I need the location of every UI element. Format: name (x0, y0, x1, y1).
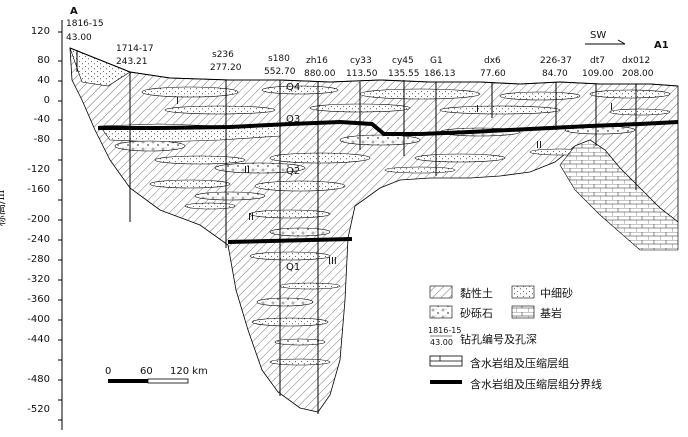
borehole-depth: 186.13 (424, 69, 456, 79)
borehole-id: cy45 (392, 56, 414, 66)
strata-label-q3: Q3 (286, 114, 301, 125)
gravel-lenses (114, 125, 636, 346)
y-tick-label: -400 (27, 314, 50, 325)
borehole-lines (76, 50, 637, 414)
bedrock-right (559, 139, 679, 251)
legend-label-clay: 黏性土 (460, 287, 493, 300)
aquifer-label-1: I (610, 102, 613, 113)
y-tick-label: -40 (33, 114, 50, 125)
borehole-depth: 880.00 (304, 69, 336, 79)
borehole-depth: 208.00 (622, 69, 654, 79)
legend-borehole-depth: 43.00 (430, 338, 453, 347)
legend-label-borehole: 钻孔编号及孔深 (460, 333, 537, 346)
y-axis-title: 标高/m (0, 189, 8, 227)
borehole-depth: 43.00 (66, 33, 92, 43)
y-tick-label: -280 (27, 254, 50, 265)
borehole-depth: 113.50 (346, 69, 378, 79)
borehole-id: dt7 (590, 56, 605, 66)
aquifer-label-3: III (328, 256, 337, 267)
borehole-depth: 77.60 (480, 69, 506, 79)
aquifer-label-2: II (536, 140, 542, 151)
legend-label-fine-sand: 中细砂 (540, 287, 573, 300)
aquifer-label-2: II (248, 212, 254, 223)
direction-arrow (585, 39, 626, 45)
y-tick-label: 80 (37, 55, 50, 66)
strata-label-q1: Q1 (286, 262, 301, 273)
y-tick-label: -480 (27, 374, 50, 385)
y-tick-label: -120 (27, 164, 50, 175)
legend-label-bedrock: 基岩 (540, 307, 562, 320)
direction-label: SW (590, 30, 607, 41)
y-tick-label: 40 (37, 75, 50, 86)
sand-lenses (69, 47, 671, 366)
legend-label-boundary: 含水岩组及压缩层组分界线 (470, 378, 602, 391)
borehole-depth: 243.21 (116, 57, 148, 67)
scale-label-mid: 60 (140, 366, 153, 377)
aquifer-label-1: I (176, 96, 179, 107)
scale-label-end: 120 km (170, 366, 208, 377)
section-end-right: A1 (654, 40, 669, 51)
borehole-depth: 277.20 (210, 63, 242, 73)
borehole-id: G1 (430, 56, 443, 66)
legend-swatch-fine-sand (511, 285, 535, 299)
y-tick-label: -360 (27, 294, 50, 305)
legend-borehole-id: 1816-15 (428, 326, 462, 335)
strata-label-q2: Q2 (286, 166, 301, 177)
y-tick-label: 120 (30, 26, 50, 37)
borehole-id: 1714-17 (116, 44, 154, 54)
y-tick-label: -320 (27, 274, 50, 285)
legend-label-aquifer: 含水岩组及压缩层组 (470, 357, 569, 370)
y-tick-label: -520 (27, 404, 50, 415)
y-tick-label: 0 (43, 95, 50, 106)
borehole-id: zh16 (306, 56, 328, 66)
section-end-left: A (70, 6, 78, 17)
strata-label-q4: Q4 (286, 82, 301, 93)
legend-swatch-clay (429, 285, 453, 299)
y-tick-label: -440 (27, 334, 50, 345)
borehole-id: dx012 (622, 56, 651, 66)
borehole-depth: 135.55 (388, 69, 420, 79)
ground-surface (69, 47, 679, 87)
borehole-id: s236 (212, 50, 234, 60)
y-axis-ticks (58, 31, 62, 421)
legend-swatch-aquifer (429, 355, 463, 367)
aquifer-label-2: II (244, 165, 250, 176)
borehole-depth: 109.00 (582, 69, 614, 79)
boundary-line-upper (98, 119, 679, 136)
scale-label-zero: 0 (105, 366, 112, 377)
borehole-depth: 84.70 (542, 69, 568, 79)
borehole-depth: 552.70 (264, 67, 296, 77)
y-tick-label: -240 (27, 234, 50, 245)
aquifer-label-1: I (476, 104, 479, 115)
legend-swatch-bedrock (511, 305, 535, 319)
borehole-id: dx6 (484, 56, 501, 66)
y-tick-label: -80 (33, 134, 50, 145)
boundary-line-lower (227, 237, 353, 244)
legend-swatch-gravel (429, 305, 453, 319)
scale-bar (108, 378, 189, 384)
borehole-id: s180 (268, 54, 290, 64)
borehole-id: 1816-15 (66, 19, 104, 29)
borehole-id: cy33 (350, 56, 372, 66)
legend-label-gravel: 砂砾石 (460, 307, 493, 320)
y-tick-label: -160 (27, 184, 50, 195)
y-tick-label: -200 (27, 214, 50, 225)
borehole-id: 226-37 (540, 56, 572, 66)
clay-body (69, 47, 679, 413)
